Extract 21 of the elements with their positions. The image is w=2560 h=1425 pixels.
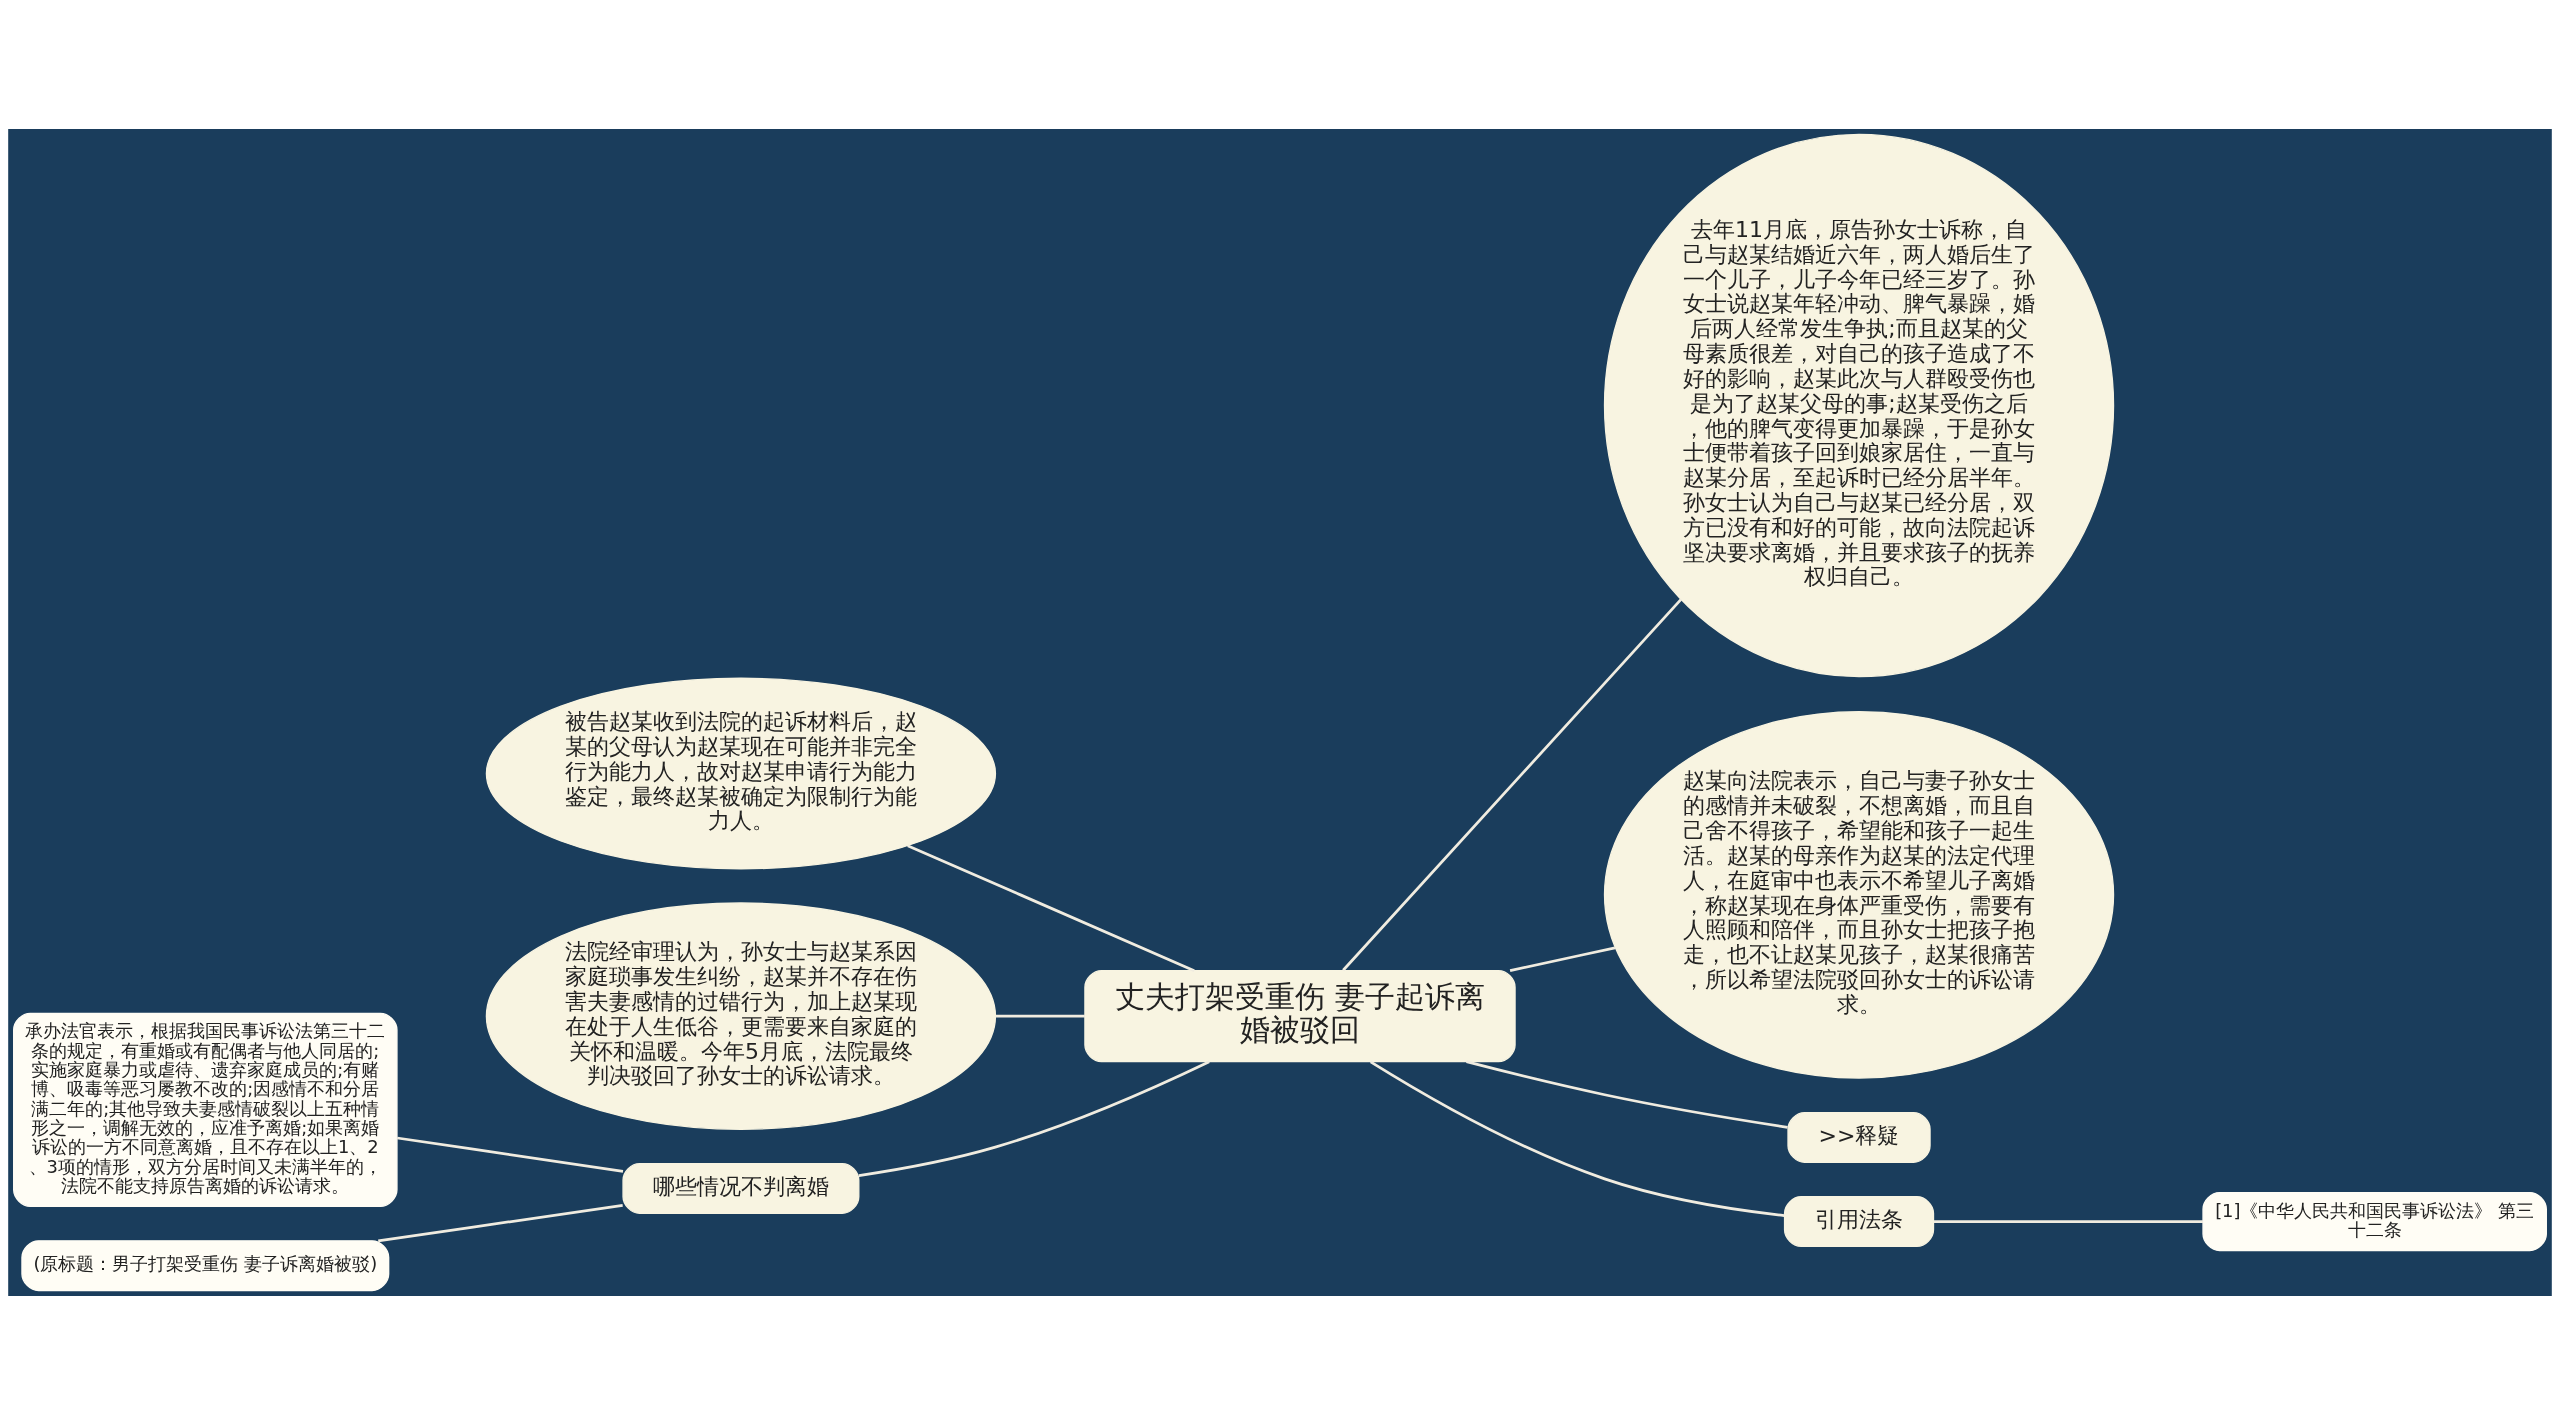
node-box: [1]《中华人民共和国民事诉讼法》 第三十二条	[2202, 1191, 2547, 1252]
node-box: 承办法官表示，根据我国民事诉讼法第三十二条的规定，有重婚或有配偶者与他人同居的;实施家庭暴力或虐待、遗弃家庭成员的;有赌博、吸毒等恶习屡教不改的;因感情不和分居满二年的;其他导致夫妻感情破裂以上五种情形之一，调解无效的，应准予离婚;如果离婚诉讼的一方不同意离婚，且不存在以上1、2、3项的情形，双方分居时间又未满半年的，法院不能支持原告离婚的诉讼请求。	[13, 1012, 398, 1208]
connector	[1342, 598, 1683, 972]
node-box: (原标题：男子打架受重伤 妻子诉离婚被驳)	[21, 1240, 390, 1292]
connector	[397, 1136, 624, 1173]
node-box: 丈夫打架受重伤 妻子起诉离婚被驳回	[1084, 970, 1516, 1063]
connector	[858, 1060, 1210, 1177]
node-box: 引用法条	[1783, 1196, 1935, 1248]
node-circle: 去年11月底，原告孙女士诉称，自己与赵某结婚近六年，两人婚后生了一个儿子，儿子今年已经三岁了。孙女士说赵某年轻冲动、脾气暴躁，婚后两人经常发生争执;而且赵某的父母素质很差，对自己的孩子造成了不好的影响，赵某此次与人群殴受伤也是为了赵某父母的事;赵某受伤之后，他的脾气变得更加暴躁，于是孙女士便带着孩子回到娘家居住，一直与赵某分居，至起诉时已经分居半年。孙女士认为自己与赵某已经分居，双方已没有和好的可能，故向法院起诉坚决要求离婚，并且要求孩子的抚养权归自己。	[1603, 133, 2115, 678]
node-ellipse: 被告赵某收到法院的起诉材料后，赵某的父母认为赵某现在可能并非完全行为能力人，故对赵某申请行为能力鉴定，最终赵某被确定为限制行为能力人。	[485, 677, 997, 870]
connector	[1509, 946, 1616, 972]
connector	[1933, 1220, 2203, 1223]
connector	[907, 844, 1195, 972]
node-ellipse: 法院经审理认为，孙女士与赵某系因家庭琐事发生纠纷，赵某并不存在伤害夫妻感情的过错行为，加上赵某现在处于人生低谷，更需要来自家庭的关怀和温暖。今年5月底，法院最终判决驳回了孙女士的诉讼请求。	[485, 902, 997, 1130]
connector	[1369, 1060, 1785, 1217]
connector	[995, 1014, 1085, 1018]
node-box: >>释疑	[1787, 1111, 1931, 1163]
node-ellipse: 赵某向法院表示，自己与妻子孙女士的感情并未破裂，不想离婚，而且自己舍不得孩子，希望能和孩子一起生活。赵某的母亲作为赵某的法定代理人，在庭审中也表示不希望儿子离婚，称赵某现在身体严重受伤，需要有人照顾和陪伴，而且孙女士把孩子抱走，也不让赵某见孩子，赵某很痛苦，所以希望法院驳回孙女士的诉讼请求。	[1603, 711, 2115, 1079]
connector	[1466, 1060, 1788, 1129]
node-box: 哪些情况不判离婚	[622, 1163, 860, 1214]
connector	[378, 1204, 623, 1243]
